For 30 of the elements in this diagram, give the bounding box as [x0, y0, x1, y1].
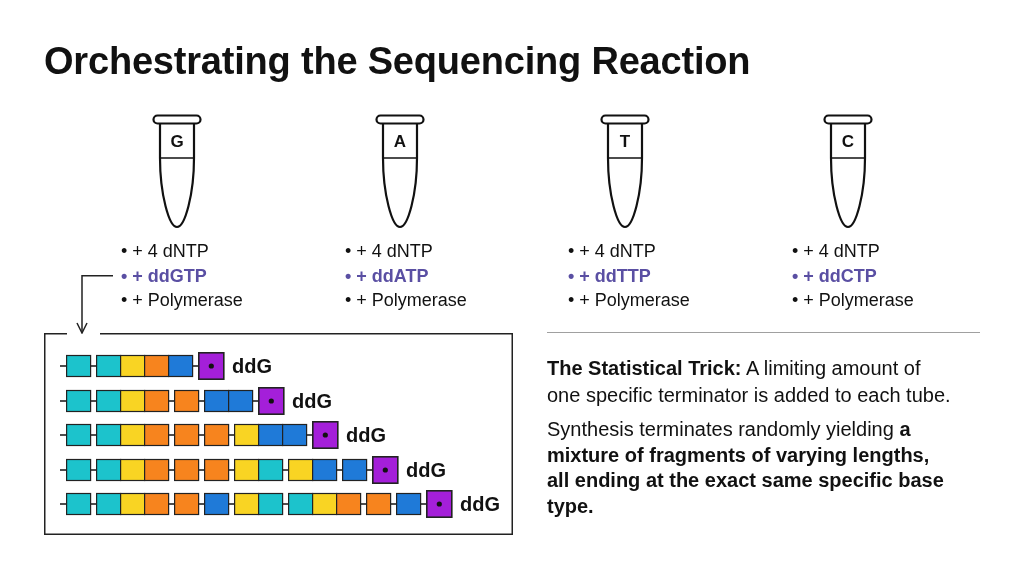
tube-letter: G [170, 132, 184, 152]
terminator-label: ddG [460, 492, 500, 516]
body-paragraph: Synthesis terminates randomly yielding a mixture of fragments of varying lengths, all ending at the exact same specific base type. [547, 417, 945, 519]
terminator-label: ddG [406, 457, 446, 482]
reagent-item: • + 4 dNTP [792, 240, 880, 263]
reagent-item: • + ddGTP [121, 264, 207, 288]
microcentrifuge-tube [823, 114, 873, 230]
tube-letter: A [393, 132, 407, 152]
microcentrifuge-tube [152, 114, 202, 230]
reagent-item: • + Polymerase [345, 289, 467, 312]
reagent-item: • + ddCTP [792, 264, 877, 288]
reagent-item: • + 4 dNTP [121, 240, 209, 263]
terminator-label: ddG [292, 388, 332, 413]
reagent-item: • + Polymerase [792, 289, 914, 312]
tube-letter: C [841, 132, 855, 152]
fragment-panel [44, 333, 513, 535]
body-paragraph: The Statistical Trick: A limiting amount of one specific terminator is added to each tube. [547, 356, 952, 408]
reagent-item: • + 4 dNTP [345, 240, 433, 263]
terminator-label: ddG [232, 354, 272, 378]
reagent-item: • + ddATP [345, 264, 429, 288]
tube-letter: T [619, 132, 631, 152]
microcentrifuge-tube [375, 114, 425, 230]
reagent-item: • + Polymerase [121, 289, 243, 312]
slide-title: Orchestrating the Sequencing Reaction [44, 39, 751, 84]
microcentrifuge-tube [600, 114, 650, 230]
reagent-item: • + 4 dNTP [568, 240, 656, 263]
connector-arrow [76, 275, 114, 334]
reagent-item: • + Polymerase [568, 289, 690, 312]
terminator-label: ddG [346, 423, 386, 447]
reagent-item: • + ddTTP [568, 264, 651, 288]
